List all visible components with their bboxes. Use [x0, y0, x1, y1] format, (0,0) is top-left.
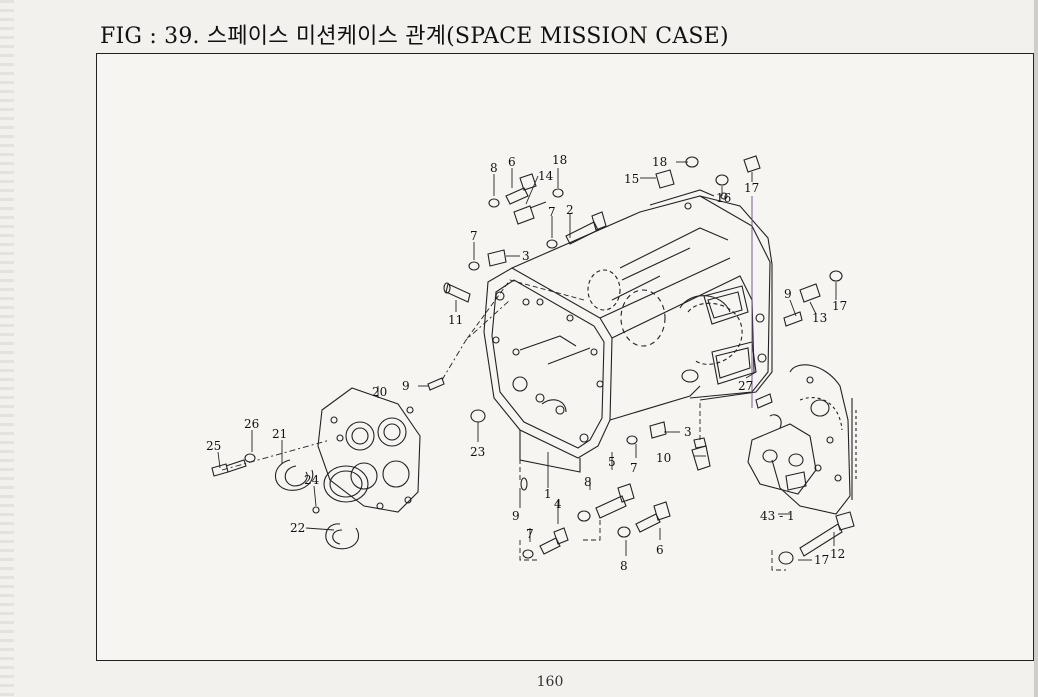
fasteners-top — [468, 155, 843, 445]
scan-margin-strip — [0, 0, 14, 697]
callout-16: 16 — [716, 191, 731, 205]
callout-6: 6 — [508, 155, 516, 169]
callout-6: 6 — [656, 543, 664, 557]
callout-15: 15 — [624, 172, 639, 186]
callout-7: 7 — [526, 527, 534, 541]
callout-9: 9 — [784, 287, 792, 301]
callout-17: 17 — [814, 553, 829, 567]
callout-23: 23 — [470, 445, 485, 459]
callout-24: 24 — [304, 473, 320, 487]
page-title: FIG : 39. 스페이스 미션케이스 관계(SPACE MISSION CA… — [100, 24, 729, 49]
side-plate-assembly — [747, 364, 857, 515]
callout-17: 17 — [744, 181, 759, 195]
callout-3: 3 — [522, 249, 530, 263]
callout-4: 4 — [554, 497, 562, 511]
callout-21: 21 — [272, 427, 287, 441]
callout-9: 9 — [402, 379, 410, 393]
callout-18: 18 — [552, 153, 567, 167]
callout-8: 8 — [620, 559, 628, 573]
callout-18: 18 — [652, 155, 667, 169]
callout-3: 3 — [684, 425, 692, 439]
callout-7: 7 — [548, 205, 556, 219]
callout-26: 26 — [244, 417, 259, 431]
callout-8: 8 — [490, 161, 498, 175]
callout-14: 14 — [538, 169, 554, 183]
callout-20: 20 — [372, 385, 387, 399]
callout-2: 2 — [566, 203, 574, 217]
callout-27: 27 — [738, 379, 753, 393]
callout-17: 17 — [832, 299, 847, 313]
scan-edge-strip — [1034, 0, 1038, 697]
callout-11: 11 — [448, 313, 463, 327]
leader-lines — [217, 161, 837, 571]
callout-12: 12 — [830, 547, 845, 561]
callout-22: 22 — [290, 521, 305, 535]
callout-43-1: 43 - 1 — [760, 509, 795, 523]
callout-7: 7 — [470, 229, 478, 243]
callout-1: 1 — [544, 487, 552, 501]
callout-10: 10 — [656, 451, 671, 465]
fasteners-bottom — [520, 477, 855, 565]
callout-8: 8 — [584, 475, 592, 489]
mission-case-body — [483, 189, 773, 473]
small-parts — [211, 282, 711, 550]
callout-7: 7 — [630, 461, 638, 475]
callout-labels: 8 6 18 14 7 2 7 3 18 15 16 17 11 9 13 17… — [206, 153, 847, 573]
callout-25: 25 — [206, 439, 221, 453]
page-number: 160 — [536, 674, 564, 690]
callout-9: 9 — [512, 509, 520, 523]
callout-5: 5 — [608, 455, 616, 469]
callout-13: 13 — [812, 311, 827, 325]
gear-housing — [317, 387, 421, 513]
